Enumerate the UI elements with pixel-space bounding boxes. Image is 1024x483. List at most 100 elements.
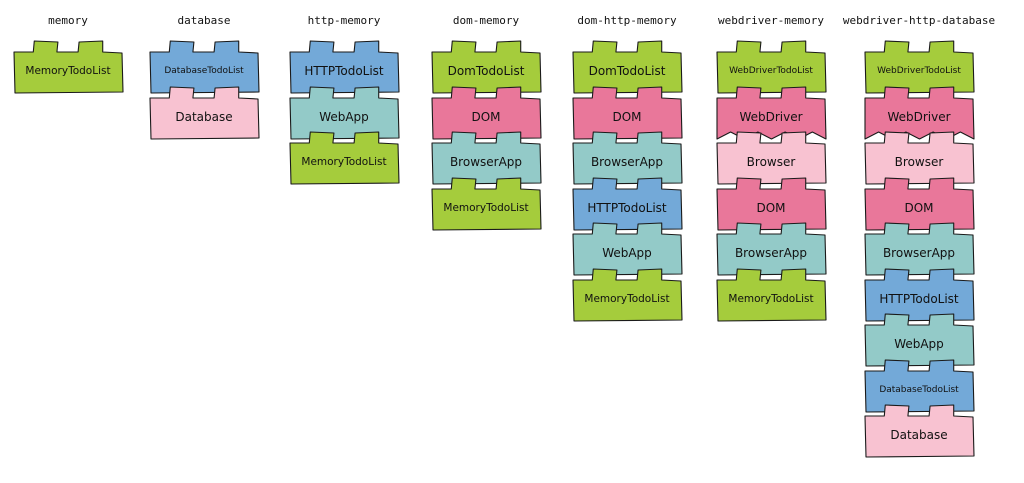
block-label: BrowserApp (590, 155, 664, 170)
block-shape (716, 176, 827, 231)
block-shape (572, 85, 683, 140)
block-outline (149, 40, 260, 94)
block-outline (864, 267, 975, 322)
block-shape (572, 176, 683, 231)
block-outline (431, 131, 542, 185)
block-label: DatabaseTodoList (164, 66, 244, 77)
block-label: HTTPTodoList (879, 291, 959, 306)
block-shape (864, 313, 975, 367)
block-label: Database (890, 428, 948, 443)
block-outline (864, 176, 975, 231)
block-label: HTTPTodoList (587, 200, 667, 215)
block-shape (572, 222, 683, 276)
block-domtodolist: DomTodoList (430, 40, 542, 94)
block-webdriver: WebDriver (715, 85, 827, 140)
block-shape (149, 40, 260, 94)
block-outline (864, 131, 975, 185)
block-label: WebDriverTodoList (877, 66, 961, 77)
block-label: BrowserApp (734, 246, 808, 261)
block-label: Browser (894, 155, 944, 170)
block-databasetodolist: DatabaseTodoList (148, 40, 260, 94)
block-outline (864, 404, 975, 458)
block-label: DatabaseTodoList (879, 384, 959, 395)
block-outline (864, 222, 975, 276)
block-shape (864, 358, 975, 413)
block-shape (13, 40, 124, 94)
block-browser: Browser (863, 131, 975, 185)
block-memorytodolist: MemoryTodoList (571, 267, 683, 322)
block-httptodolist: HTTPTodoList (288, 40, 400, 94)
block-outline (572, 176, 683, 231)
block-label: DOM (471, 109, 501, 124)
block-shape (716, 131, 827, 185)
block-shape (149, 85, 260, 140)
block-database: Database (863, 404, 975, 458)
block-outline (572, 267, 683, 322)
block-webdrivertodolist: WebDriverTodoList (863, 40, 975, 102)
block-outline (431, 40, 542, 94)
block-label: WebApp (319, 109, 369, 124)
block-label: WebApp (602, 246, 652, 261)
block-browserapp: BrowserApp (863, 222, 975, 276)
block-label: WebDriver (887, 109, 951, 124)
block-shape (289, 131, 400, 185)
block-label: HTTPTodoList (304, 64, 384, 79)
column-title-dom-memory: dom-memory (452, 14, 520, 27)
block-browserapp: BrowserApp (430, 131, 542, 185)
block-memorytodolist: MemoryTodoList (715, 267, 827, 322)
block-outline (864, 313, 975, 367)
block-shape (572, 131, 683, 185)
block-memorytodolist: MemoryTodoList (288, 131, 400, 185)
block-outline (716, 176, 827, 231)
block-outline (13, 40, 124, 94)
block-outline (716, 222, 827, 276)
block-label: Database (175, 109, 233, 124)
block-label: DomTodoList (588, 64, 666, 79)
block-label: MemoryTodoList (584, 292, 670, 305)
block-label: MemoryTodoList (301, 156, 387, 169)
block-outline (716, 131, 827, 185)
block-dom: DOM (863, 176, 975, 231)
block-label: MemoryTodoList (443, 201, 529, 214)
block-webapp: WebApp (863, 313, 975, 367)
block-shape (431, 40, 542, 94)
block-outline (289, 85, 400, 140)
block-outline (572, 40, 683, 94)
block-shape (572, 267, 683, 322)
block-browser: Browser (715, 131, 827, 185)
column-title-webdriver-memory: webdriver-memory (718, 14, 824, 27)
block-label: Browser (746, 155, 796, 170)
block-outline (431, 176, 542, 231)
block-outline (864, 40, 975, 94)
block-shape (864, 176, 975, 231)
block-label: MemoryTodoList (728, 292, 814, 305)
block-shape (716, 222, 827, 276)
block-outline (149, 85, 260, 140)
block-shape (864, 222, 975, 276)
block-webdriver: WebDriver (863, 85, 975, 140)
column-title-webdriver-http-database: webdriver-http-database (842, 14, 996, 27)
block-label: BrowserApp (449, 155, 523, 170)
column-title-memory: memory (48, 14, 88, 27)
block-shape (864, 131, 975, 185)
block-outline (572, 131, 683, 185)
block-memorytodolist: MemoryTodoList (12, 40, 124, 94)
block-shape (289, 85, 400, 140)
block-domtodolist: DomTodoList (571, 40, 683, 94)
block-label: DOM (904, 200, 934, 215)
block-label: WebDriverTodoList (729, 66, 813, 77)
block-outline (289, 131, 400, 185)
block-label: WebApp (894, 337, 944, 352)
block-shape (572, 40, 683, 94)
block-label: DOM (756, 200, 786, 215)
block-webapp: WebApp (571, 222, 683, 276)
block-memorytodolist: MemoryTodoList (430, 176, 542, 231)
block-outline (431, 85, 542, 140)
block-shape (289, 40, 400, 94)
block-webapp: WebApp (288, 85, 400, 140)
column-title-dom-http-memory: dom-http-memory (577, 14, 677, 27)
block-httptodolist: HTTPTodoList (571, 176, 683, 231)
block-dom: DOM (571, 85, 683, 140)
block-label: MemoryTodoList (25, 65, 111, 78)
